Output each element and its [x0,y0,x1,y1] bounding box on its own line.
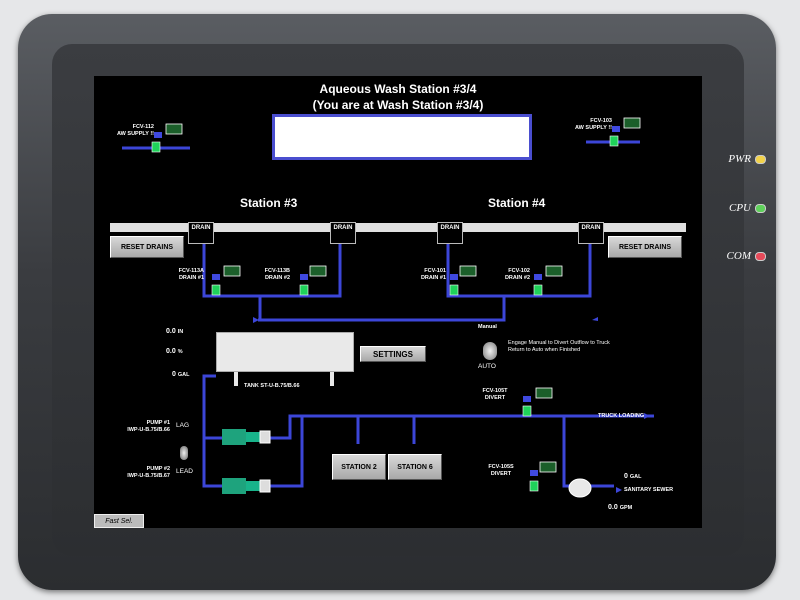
fcv113a-label[interactable]: FCV-113A DRAIN #1 [164,268,204,282]
flow-gpm-value: 0.0 [608,504,618,511]
drain-s3-1: DRAIN [188,222,214,244]
fcv113b-desc: DRAIN #2 [264,275,290,281]
valve-fcv105s-icon [529,480,539,492]
pwr-indicator: PWR [728,153,766,165]
settings-button[interactable]: SETTINGS [360,346,426,362]
tank-level-in-unit: IN [177,329,184,335]
fcv102-tag: FCV-102 [508,268,530,274]
valve-fcv102-icon [533,284,543,296]
station2-button[interactable]: STATION 2 [332,454,386,480]
tank-level-pct-unit: % [177,349,183,355]
fast-select-button[interactable]: Fast Sel. [94,514,144,528]
manual-instructions: Engage Manual to Divert Outflow to Truck… [508,340,610,354]
fcv105t-label[interactable]: FCV-105T DIVERT [474,388,516,402]
fcv102-label[interactable]: FCV-102 DRAIN #2 [490,268,530,282]
pump1-id: IWP-U-B.75/B.66 [127,427,170,433]
pump2-id: IWP-U-B.75/B.67 [127,473,170,479]
fcv112-desc: AW SUPPLY !! [117,131,154,137]
pwr-label: PWR [728,153,751,165]
drain-s4-2: DRAIN [578,222,604,244]
flow-gpm-unit: GPM [619,505,633,511]
cpu-label: CPU [729,202,751,214]
valve-fcv113a-icon [211,284,221,296]
sanitary-gal: 0 GAL [624,473,641,480]
valve-fcv101-icon [449,284,459,296]
valve-fcv105t-icon [522,405,532,417]
com-label: COM [726,250,751,262]
valve-fcv103-icon [609,135,619,147]
lead-label: LEAD [176,468,193,475]
lag-label: LAG [176,422,190,429]
fcv101-label[interactable]: FCV-101 DRAIN #1 [406,268,446,282]
pump2-name: PUMP #2 [146,466,170,472]
fcv112-tag: FCV-112 [132,124,154,130]
pump1-name: PUMP #1 [146,420,170,426]
fcv105s-desc: DIVERT [490,471,512,477]
tank-level-in-value: 0.0 [166,328,176,335]
page-subtitle: (You are at Wash Station #3/4) [312,98,484,112]
hmi-screen: Aqueous Wash Station #3/4 (You are at Wa… [94,76,702,528]
fcv112-label[interactable]: FCV-112 AW SUPPLY !! [114,124,154,138]
station6-button[interactable]: STATION 6 [388,454,442,480]
manual-instruction-line1: Engage Manual to Divert Outflow to Truck [508,340,610,346]
sanitary-gal-value: 0 [624,473,628,480]
wash-tank [216,332,354,372]
fcv102-desc: DRAIN #2 [504,275,530,281]
com-led-icon [755,251,766,261]
drain-s4-1: DRAIN [437,222,463,244]
manual-label: Manual [478,324,497,330]
fcv105t-desc: DIVERT [484,395,506,401]
fcv105s-label[interactable]: FCV-105S DIVERT [480,464,522,478]
fcv113b-label[interactable]: FCV-113B DRAIN #2 [250,268,290,282]
auto-manual-switch-icon[interactable] [483,342,497,360]
lead-lag-switch-icon[interactable] [180,446,188,460]
drain-s3-2: DRAIN [330,222,356,244]
manual-instruction-line2: Return to Auto when Finished [508,347,581,353]
pwr-led-icon [755,154,766,164]
tank-level-gal: 0 GAL [172,371,189,378]
sanitary-sewer-label: SANITARY SEWER [624,487,674,493]
fcv103-tag: FCV-103 [590,118,612,124]
fcv105s-tag: FCV-105S [488,464,514,470]
reset-drains-right-button[interactable]: RESET DRAINS [608,236,682,258]
fcv105t-tag: FCV-105T [482,388,508,394]
station3-title: Station #3 [240,196,298,210]
truck-loading-label: TRUCK LOADING [598,413,645,419]
fcv113b-tag: FCV-113B [264,268,290,274]
fcv101-desc: DRAIN #1 [420,275,446,281]
station-rail [110,223,686,232]
valve-symbols [151,117,641,492]
valve-fcv113b-icon [299,284,309,296]
auto-label: AUTO [478,363,496,370]
pump1-label[interactable]: PUMP #1 IWP-U-B.75/B.66 [98,420,170,434]
sanitary-gal-unit: GAL [629,474,642,480]
message-display [272,114,532,160]
fcv101-tag: FCV-101 [424,268,446,274]
tank-level-gal-value: 0 [172,371,176,378]
tank-level-pct-value: 0.0 [166,348,176,355]
tank-level-gal-unit: GAL [177,372,190,378]
flow-gpm: 0.0 GPM [608,504,632,511]
pump2-label[interactable]: PUMP #2 IWP-U-B.75/B.67 [98,466,170,480]
fcv113a-tag: FCV-113A [178,268,204,274]
station4-title: Station #4 [488,196,546,210]
reset-drains-left-button[interactable]: RESET DRAINS [110,236,184,258]
cpu-led-icon [755,203,766,213]
tank-level-in: 0.0 IN [166,328,183,335]
tank-label: TANK ST-U-B.75/B.66 [244,383,300,389]
cpu-indicator: CPU [729,202,766,214]
fcv103-desc: AW SUPPLY !! [575,125,612,131]
tank-level-pct: 0.0 % [166,348,183,355]
com-indicator: COM [727,250,766,262]
fcv113a-desc: DRAIN #1 [178,275,204,281]
valve-fcv112-icon [151,141,161,153]
page-title: Aqueous Wash Station #3/4 [319,82,477,96]
fcv103-label[interactable]: FCV-103 AW SUPPLY !! [572,118,612,132]
